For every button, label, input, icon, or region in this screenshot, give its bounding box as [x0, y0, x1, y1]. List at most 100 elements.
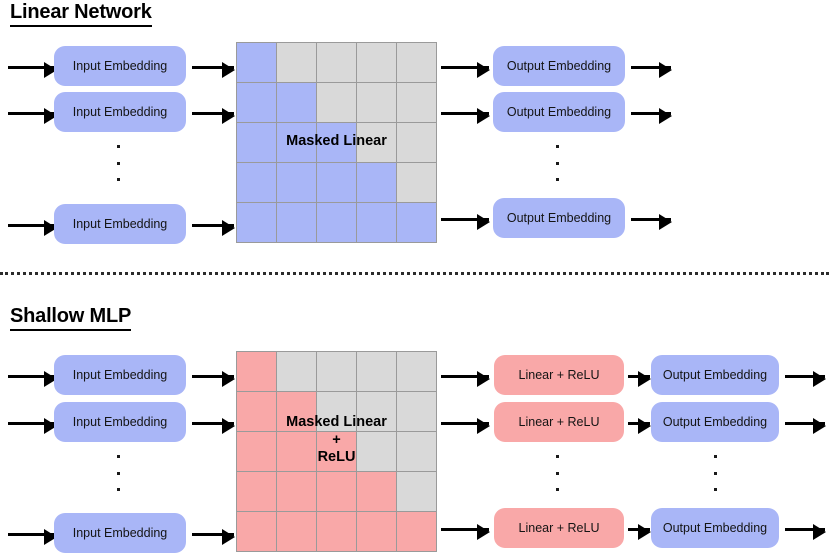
matrix-cell-r0-c3: [357, 43, 396, 82]
arrow-to-matrix-mlp-2: [192, 418, 235, 434]
output-embedding-box-linear-1[interactable]: Output Embedding: [493, 46, 625, 86]
matrix-cell-r4-c3: [357, 203, 396, 242]
matrix-cell-r3-c2: [317, 472, 356, 511]
arrow-output-mlp-3: [785, 524, 826, 540]
matrix-cell-r2-c2: [317, 123, 356, 162]
matrix-cell-r2-c2: [317, 432, 356, 471]
output-embedding-box-mlp-1[interactable]: Output Embedding: [651, 355, 779, 395]
output-embedding-label: Output Embedding: [662, 368, 768, 382]
linear-relu-box-1[interactable]: Linear + ReLU: [494, 355, 624, 395]
input-embedding-label: Input Embedding: [72, 105, 168, 119]
arrow-to-matrix-linear-1: [192, 62, 235, 78]
arrow-input-linear-1: [8, 62, 57, 78]
linear-relu-box-2[interactable]: Linear + ReLU: [494, 402, 624, 442]
output-embedding-box-mlp-2[interactable]: Output Embedding: [651, 402, 779, 442]
input-embedding-box-linear-2[interactable]: Input Embedding: [54, 92, 186, 132]
output-embedding-box-linear-2[interactable]: Output Embedding: [493, 92, 625, 132]
vertical-ellipsis-output-linear: [551, 145, 563, 181]
input-embedding-box-linear-1[interactable]: Input Embedding: [54, 46, 186, 86]
input-embedding-label: Input Embedding: [72, 526, 168, 540]
matrix-cell-r0-c4: [397, 43, 436, 82]
section-title-linear-network: Linear Network: [10, 2, 152, 27]
section-divider: [0, 272, 829, 275]
matrix-cell-r3-c0: [237, 163, 276, 202]
output-embedding-box-linear-3[interactable]: Output Embedding: [493, 198, 625, 238]
matrix-cell-r4-c0: [237, 512, 276, 551]
arrow-from-matrix-mlp-1: [441, 371, 490, 387]
input-embedding-box-mlp-2[interactable]: Input Embedding: [54, 402, 186, 442]
output-embedding-label: Output Embedding: [506, 105, 612, 119]
arrow-from-matrix-linear-3: [441, 214, 490, 230]
matrix-cell-r1-c4: [397, 392, 436, 431]
arrow-hidden-to-output-2: [628, 418, 651, 434]
arrow-output-linear-3: [631, 214, 672, 230]
arrow-hidden-to-output-3: [628, 524, 651, 540]
matrix-cell-r0-c2: [317, 352, 356, 391]
output-embedding-box-mlp-3[interactable]: Output Embedding: [651, 508, 779, 548]
matrix-cell-r2-c0: [237, 432, 276, 471]
matrix-cell-r2-c1: [277, 432, 316, 471]
input-embedding-label: Input Embedding: [72, 415, 168, 429]
matrix-cell-r0-c1: [277, 352, 316, 391]
input-embedding-box-mlp-3[interactable]: Input Embedding: [54, 513, 186, 553]
input-embedding-box-mlp-1[interactable]: Input Embedding: [54, 355, 186, 395]
linear-relu-label: Linear + ReLU: [518, 368, 600, 382]
arrow-to-matrix-mlp-1: [192, 371, 235, 387]
arrow-input-mlp-2: [8, 418, 57, 434]
matrix-cell-r1-c1: [277, 83, 316, 122]
matrix-cell-r2-c3: [357, 432, 396, 471]
output-embedding-label: Output Embedding: [662, 521, 768, 535]
arrow-from-matrix-mlp-2: [441, 418, 490, 434]
input-embedding-label: Input Embedding: [72, 368, 168, 382]
arrow-hidden-to-output-1: [628, 371, 651, 387]
matrix-cell-r2-c1: [277, 123, 316, 162]
arrow-output-mlp-2: [785, 418, 826, 434]
matrix-cell-r2-c3: [357, 123, 396, 162]
matrix-cell-r3-c1: [277, 472, 316, 511]
linear-relu-label: Linear + ReLU: [518, 521, 600, 535]
arrow-to-matrix-mlp-3: [192, 529, 235, 545]
vertical-ellipsis-input-mlp: [112, 455, 124, 491]
input-embedding-box-linear-3[interactable]: Input Embedding: [54, 204, 186, 244]
matrix-cell-r0-c2: [317, 43, 356, 82]
matrix-cell-r0-c3: [357, 352, 396, 391]
matrix-cell-r4-c2: [317, 512, 356, 551]
arrow-to-matrix-linear-2: [192, 108, 235, 124]
matrix-cell-r1-c2: [317, 83, 356, 122]
matrix-cell-r1-c0: [237, 83, 276, 122]
matrix-cell-r0-c1: [277, 43, 316, 82]
vertical-ellipsis-output-mlp: [709, 455, 721, 491]
matrix-cell-r3-c3: [357, 163, 396, 202]
linear-relu-label: Linear + ReLU: [518, 415, 600, 429]
matrix-cell-r3-c4: [397, 163, 436, 202]
matrix-cell-r4-c0: [237, 203, 276, 242]
matrix-cell-r1-c3: [357, 392, 396, 431]
vertical-ellipsis-hidden-mlp: [551, 455, 563, 491]
output-embedding-label: Output Embedding: [506, 59, 612, 73]
matrix-cell-r1-c2: [317, 392, 356, 431]
vertical-ellipsis-input-linear: [112, 145, 124, 181]
matrix-cell-r4-c1: [277, 512, 316, 551]
matrix-cell-r4-c4: [397, 203, 436, 242]
arrow-from-matrix-linear-1: [441, 62, 490, 78]
arrow-input-linear-2: [8, 108, 57, 124]
matrix-cell-r1-c0: [237, 392, 276, 431]
arrow-from-matrix-mlp-3: [441, 524, 490, 540]
arrow-output-linear-1: [631, 62, 672, 78]
matrix-cell-r3-c1: [277, 163, 316, 202]
masked-linear-matrix-linear-network[interactable]: [236, 42, 437, 243]
input-embedding-label: Input Embedding: [72, 217, 168, 231]
masked-linear-relu-matrix[interactable]: [236, 351, 437, 552]
matrix-cell-r4-c1: [277, 203, 316, 242]
matrix-cell-r0-c0: [237, 43, 276, 82]
linear-relu-box-3[interactable]: Linear + ReLU: [494, 508, 624, 548]
matrix-cell-r1-c1: [277, 392, 316, 431]
matrix-cell-r2-c0: [237, 123, 276, 162]
matrix-cell-r0-c4: [397, 352, 436, 391]
output-embedding-label: Output Embedding: [662, 415, 768, 429]
matrix-cell-r3-c4: [397, 472, 436, 511]
matrix-cell-r3-c3: [357, 472, 396, 511]
arrow-output-mlp-1: [785, 371, 826, 387]
matrix-cell-r4-c3: [357, 512, 396, 551]
